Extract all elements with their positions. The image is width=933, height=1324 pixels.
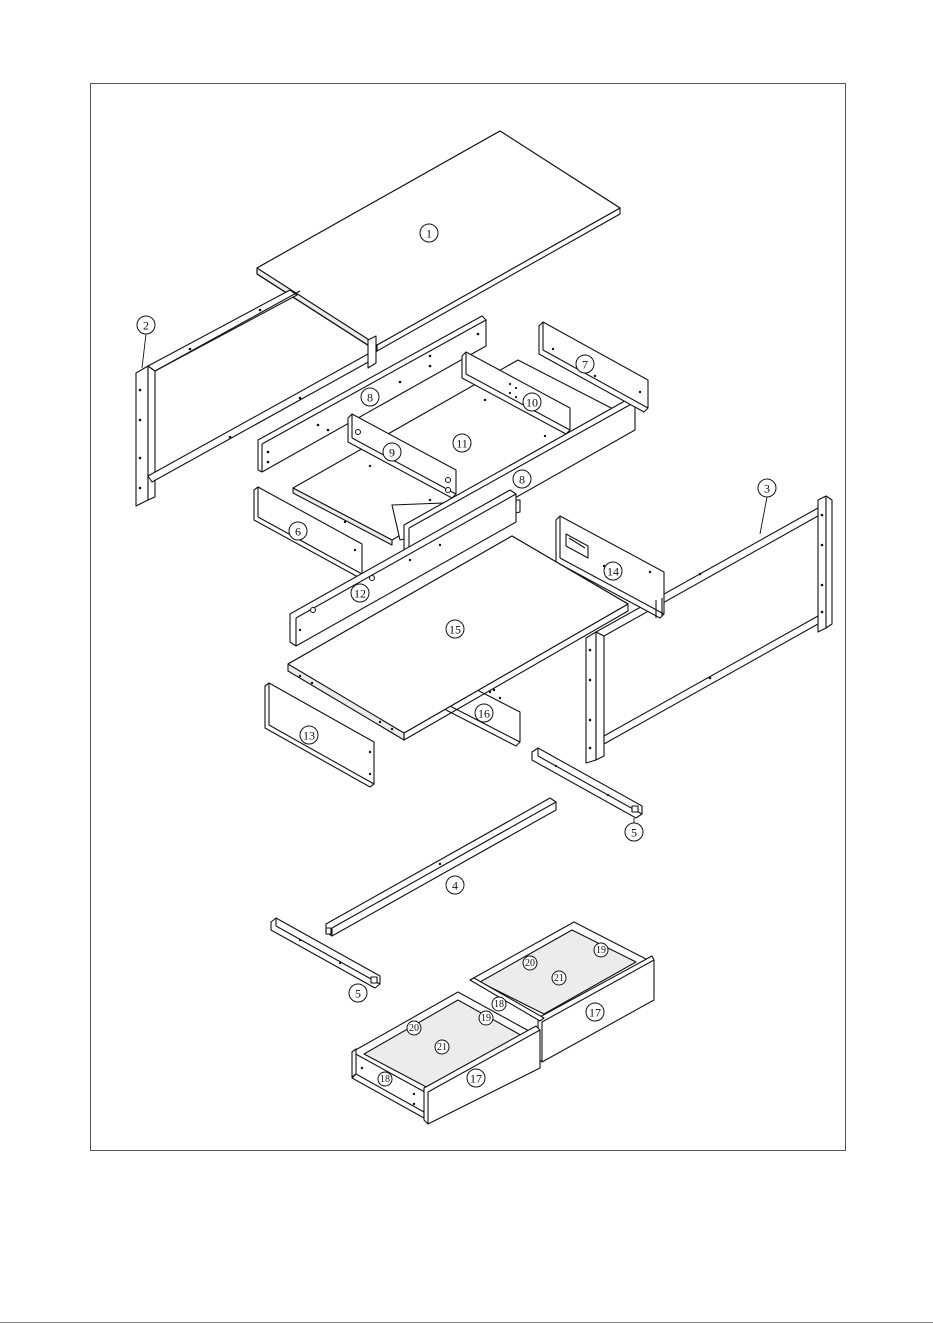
part-4-long-stretcher [326, 798, 556, 936]
callout-part-p3: 3 [758, 479, 776, 497]
callout-part-p17b: 17 [467, 1069, 485, 1087]
callout-part-p19b: 19 [479, 1011, 493, 1025]
callout-number: 18 [494, 999, 504, 1010]
callout-part-p14: 14 [604, 562, 622, 580]
drawer-left [352, 992, 540, 1124]
callout-part-p6: 6 [289, 522, 307, 540]
callout-part-p8a: 8 [361, 388, 379, 406]
page-edge-line [0, 1322, 933, 1323]
callout-part-p21b: 21 [435, 1040, 449, 1054]
callout-part-p2: 2 [137, 316, 155, 334]
callout-number: 1 [426, 227, 432, 241]
callout-number: 20 [525, 958, 535, 969]
callout-number: 9 [389, 446, 395, 460]
callout-part-p5a: 5 [625, 823, 643, 841]
callout-number: 17 [470, 1072, 482, 1086]
callout-number: 7 [582, 358, 588, 372]
callout-part-p9: 9 [383, 443, 401, 461]
callout-part-p20a: 20 [523, 956, 537, 970]
callout-number: 20 [409, 1023, 419, 1034]
callout-number: 16 [478, 707, 490, 721]
callout-number: 3 [764, 482, 770, 496]
callout-number: 5 [631, 826, 637, 840]
callout-part-p21a: 21 [552, 971, 566, 985]
callout-part-p12: 12 [351, 584, 369, 602]
callout-part-p5b: 5 [349, 984, 367, 1002]
callout-number: 6 [295, 525, 301, 539]
callout-part-p7: 7 [576, 355, 594, 373]
part-1-top-panel [257, 131, 620, 351]
callout-part-p10: 10 [523, 393, 541, 411]
callout-part-p16: 16 [475, 704, 493, 722]
callout-part-p20b: 20 [407, 1021, 421, 1035]
callout-number: 21 [554, 973, 564, 984]
callout-part-p4: 4 [446, 876, 464, 894]
callout-number: 2 [143, 319, 149, 333]
callout-number: 5 [355, 987, 361, 1001]
callout-part-p11: 11 [453, 434, 471, 452]
callout-part-p8b: 8 [513, 470, 531, 488]
callout-number: 17 [589, 1006, 601, 1020]
callout-number: 8 [367, 391, 373, 405]
callout-number: 12 [354, 587, 366, 601]
part-3-right-frame [586, 496, 832, 763]
callout-number: 18 [380, 1074, 390, 1085]
callout-part-p15: 15 [446, 620, 464, 638]
callout-number: 19 [596, 945, 606, 956]
callout-part-p18a: 18 [492, 997, 506, 1011]
callout-part-p18b: 18 [378, 1072, 392, 1086]
callout-number: 11 [456, 437, 468, 451]
callout-number: 13 [303, 729, 315, 743]
callout-number: 4 [452, 879, 458, 893]
callout-part-p19a: 19 [594, 943, 608, 957]
callout-number: 21 [437, 1042, 447, 1053]
callout-number: 15 [449, 623, 461, 637]
callout-part-p17a: 17 [586, 1003, 604, 1021]
callout-number: 14 [607, 565, 619, 579]
callout-number: 19 [481, 1013, 491, 1024]
callout-number: 10 [526, 396, 538, 410]
callout-number: 8 [519, 473, 525, 487]
callout-part-p13: 13 [300, 726, 318, 744]
callout-part-p1: 1 [420, 224, 438, 242]
